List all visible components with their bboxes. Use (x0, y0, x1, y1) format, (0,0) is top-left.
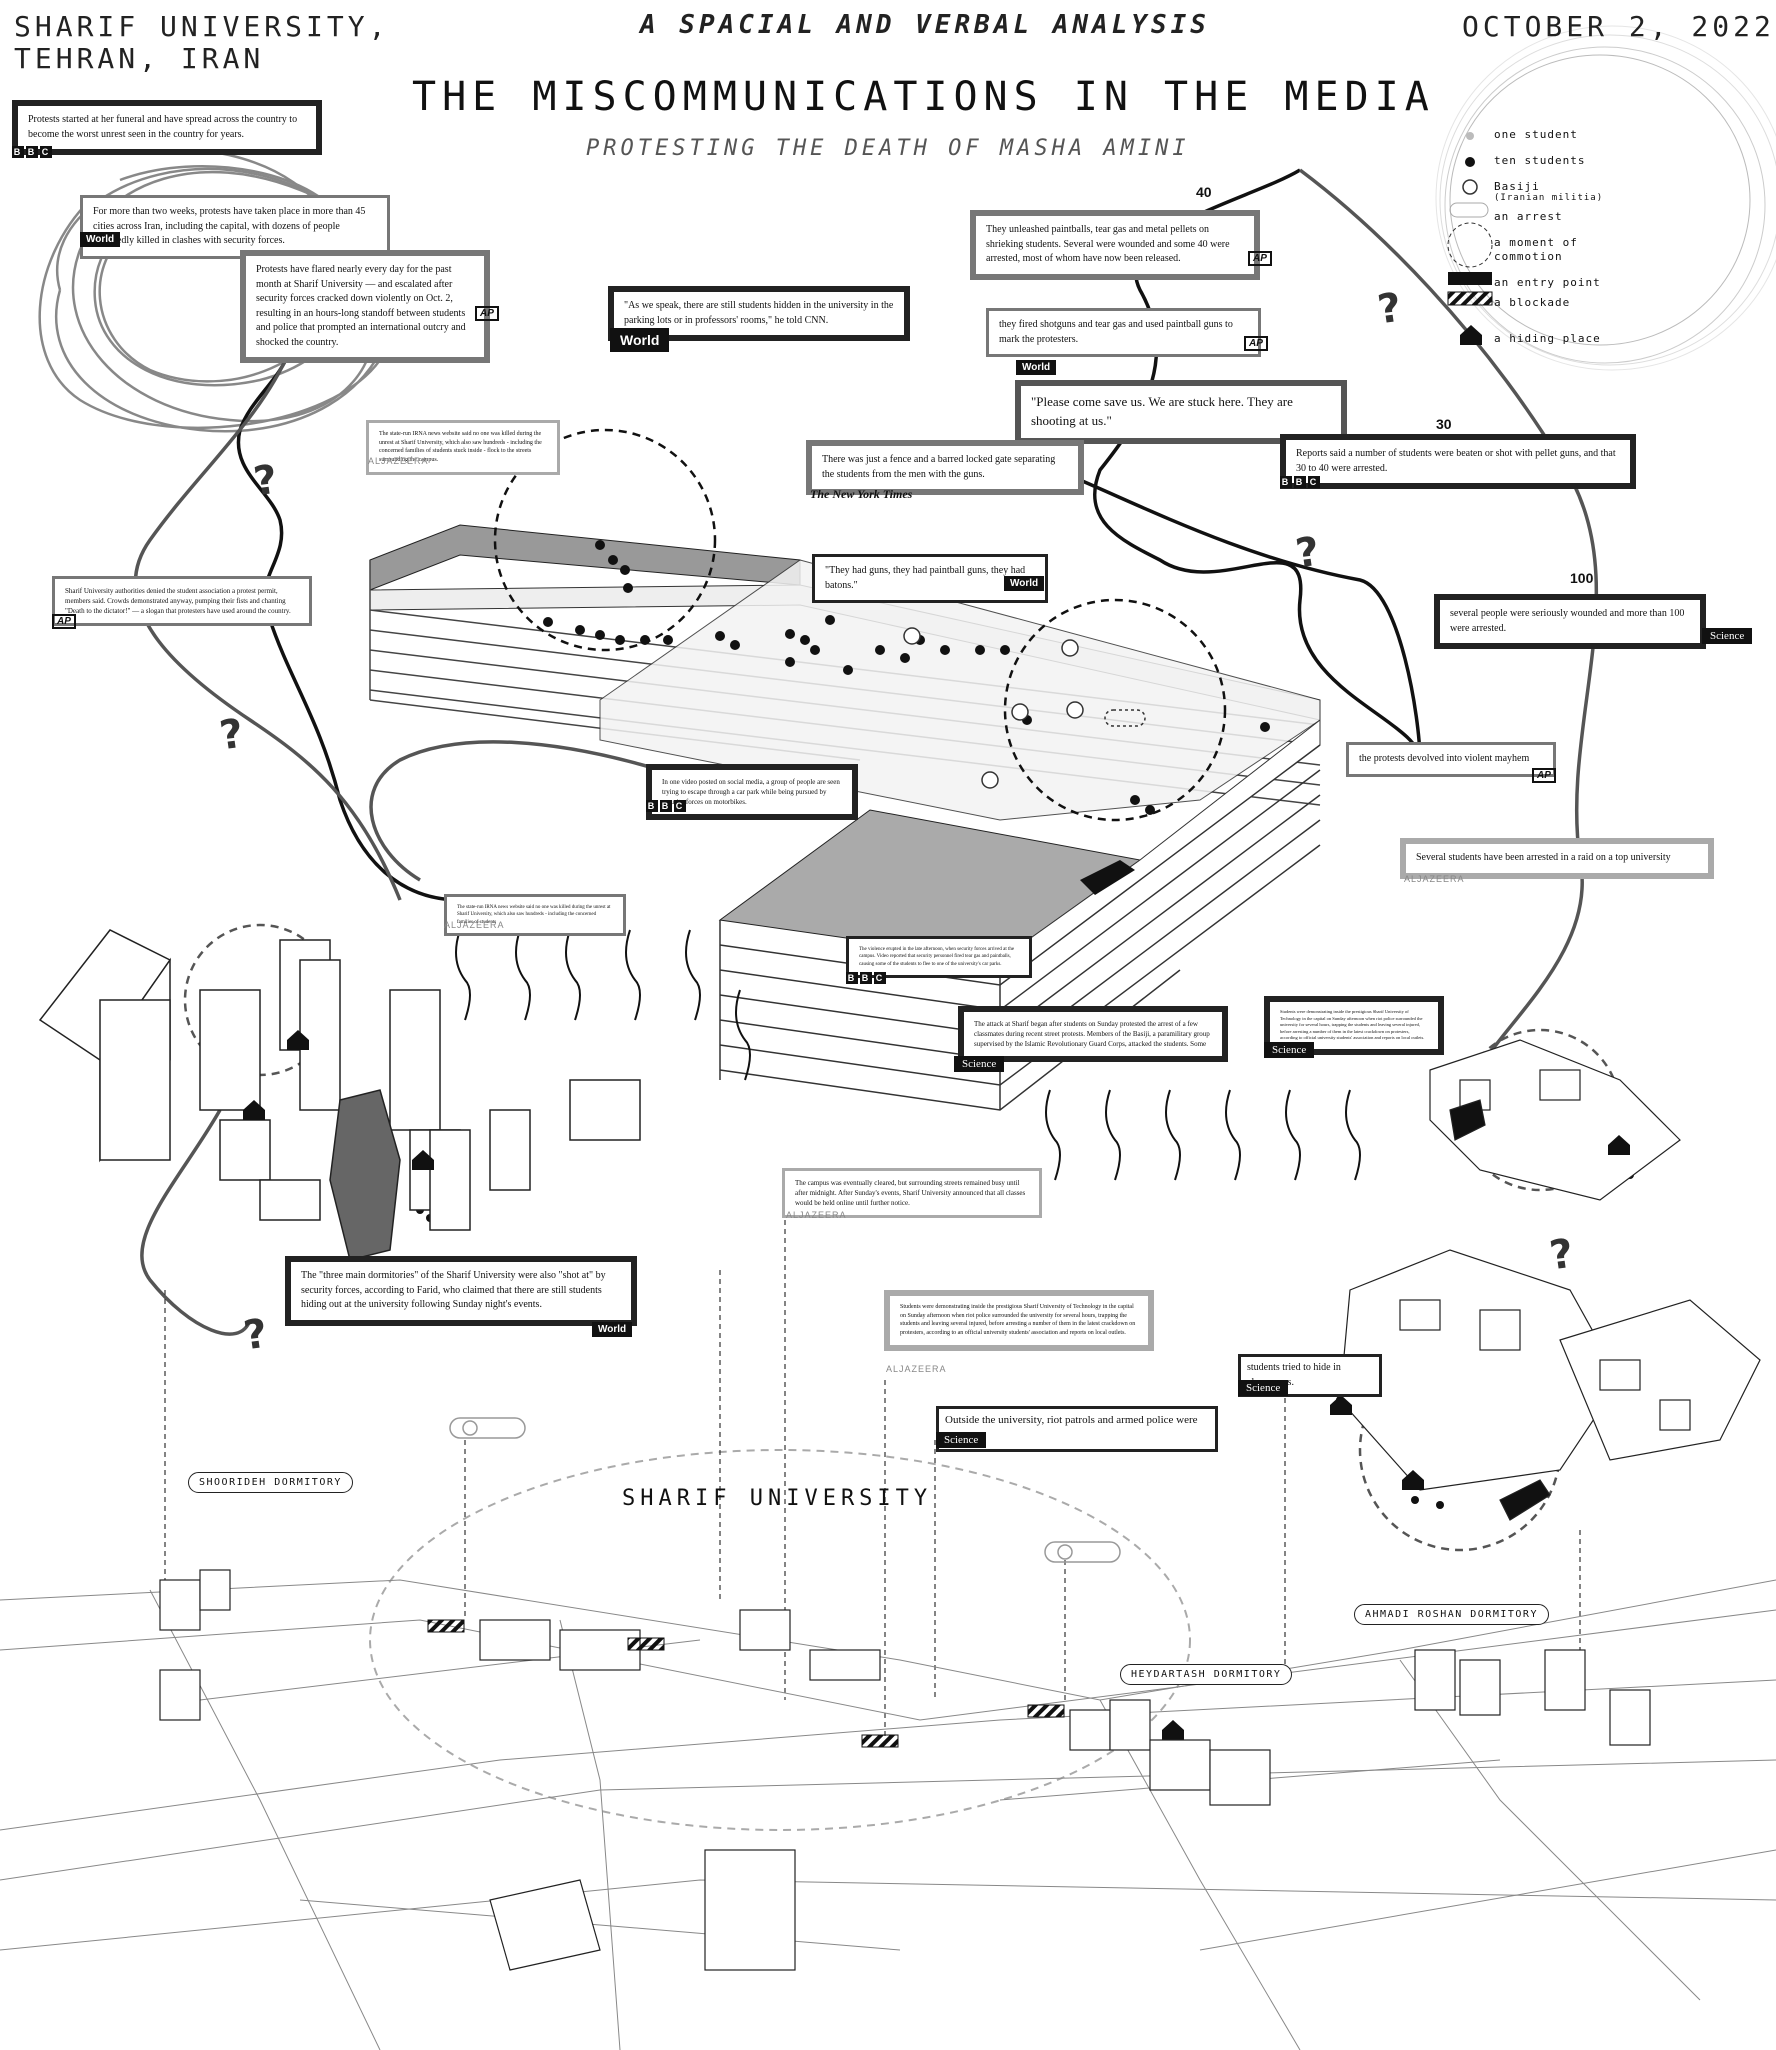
quote-box: The campus was eventually cleared, but s… (782, 1168, 1042, 1219)
source-aljazeera: ALJAZEERA (786, 1210, 847, 1220)
source-science: Science (936, 1432, 987, 1448)
location-line-1: SHARIF UNIVERSITY, (14, 10, 390, 43)
source-ap: AP (52, 614, 76, 629)
number-30: 30 (1436, 416, 1452, 432)
source-cnn: World (1016, 360, 1057, 375)
source-aljazeera: ALJAZEERA (886, 1364, 947, 1374)
entry-point-marker (1080, 860, 1135, 895)
page-title: THE MISCOMMUNICATIONS IN THE MEDIA (412, 74, 1435, 120)
university-label: SHARIF UNIVERSITY (622, 1486, 933, 1511)
quote-box: For more than two weeks, protests have t… (80, 195, 390, 259)
source-science: Science (1702, 628, 1753, 644)
quote-box: Protests started at her funeral and have… (12, 100, 322, 155)
legend: one student ten students Basiji(Iranian … (1440, 124, 1700, 354)
shoorideh-dormitory-label: SHOORIDEH DORMITORY (188, 1472, 353, 1493)
legend-basiji: Basiji(Iranian militia) (1494, 180, 1604, 203)
ahmadi-roshan-dormitory-label: AHMADI ROSHAN DORMITORY (1354, 1604, 1549, 1625)
quote-box: The violence erupted in the late afterno… (846, 936, 1032, 978)
source-aljazeera: ALJAZEERA (368, 456, 429, 466)
top-subtitle: A SPACIAL AND VERBAL ANALYSIS (640, 10, 1210, 40)
number-100: 100 (1570, 570, 1594, 586)
source-science: Science (1264, 1042, 1315, 1058)
quote-box: "As we speak, there are still students h… (608, 286, 910, 341)
source-aljazeera: ALJAZEERA (444, 920, 505, 930)
basiji-circles (903, 627, 1084, 789)
quote-box: They unleashed paintballs, tear gas and … (970, 210, 1260, 280)
source-science: Science (1238, 1380, 1289, 1396)
radial-texture (1435, 25, 1776, 371)
quote-box: Students were demonstrating inside the p… (884, 1290, 1154, 1351)
date: OCTOBER 2, 2022 (1462, 10, 1775, 43)
quote-box: "Please come save us. We are stuck here.… (1015, 380, 1347, 444)
source-science: Science (954, 1056, 1005, 1072)
location-line-2: TEHRAN, IRAN (14, 42, 265, 75)
hand-gestures (455, 929, 1361, 1181)
legend-blockade: a blockade (1494, 296, 1571, 309)
legend-ten-students: ten students (1494, 154, 1586, 167)
number-40: 40 (1196, 184, 1212, 200)
page-subtitle: PROTESTING THE DEATH OF MASHA AMINI (586, 136, 1190, 161)
quote-box: "They had guns, they had paintball guns,… (812, 554, 1048, 603)
map-buildings (159, 1569, 1651, 1971)
quote-box: The state-run IRNA news website said no … (444, 894, 626, 936)
arrest-markers (1104, 709, 1146, 727)
quote-box: Sharif University authorities denied the… (52, 576, 312, 627)
building-upper-wing (369, 524, 1321, 821)
source-cnn: World (1004, 576, 1045, 591)
legend-symbols (1447, 132, 1493, 345)
left-city-block (38, 929, 641, 1261)
source-cnn: World (592, 1322, 633, 1337)
source-ap: AP (475, 306, 499, 321)
quote-box: The attack at Sharif began after student… (958, 1006, 1228, 1063)
arrest-pills (449, 1417, 1121, 1563)
quote-box: several people were seriously wounded an… (1434, 594, 1706, 649)
right-campus-block (1339, 1039, 1761, 1521)
source-cnn: World (610, 328, 670, 352)
legend-hiding-place: a hiding place (1494, 332, 1601, 345)
house-icons (243, 1030, 1630, 1740)
quote-box: Several students have been arrested in a… (1400, 838, 1714, 879)
legend-commotion: a moment of commotion (1494, 236, 1578, 264)
quote-box: Protests have flared nearly every day fo… (240, 250, 490, 363)
source-ap: AP (1244, 336, 1268, 351)
map-roads (0, 1579, 1776, 2050)
quote-box: they fired shotguns and tear gas and use… (986, 308, 1261, 357)
quote-box: The "three main dormitories" of the Shar… (285, 1256, 637, 1326)
source-cnn: World (80, 232, 121, 247)
source-aljazeera: ALJAZEERA (1404, 874, 1465, 884)
legend-entry-point: an entry point (1494, 276, 1601, 289)
quote-box: The state-run IRNA news website said no … (366, 420, 560, 475)
source-nyt: The New York Times (810, 487, 913, 501)
blockades (427, 1619, 1065, 1748)
quote-box: Reports said a number of students were b… (1280, 434, 1636, 489)
source-ap: AP (1248, 251, 1272, 266)
heydartash-dormitory-label: HEYDARTASH DORMITORY (1120, 1664, 1293, 1685)
quote-box: the protests devolved into violent mayhe… (1346, 742, 1556, 777)
legend-arrest: an arrest (1494, 210, 1563, 223)
source-ap: AP (1532, 768, 1556, 783)
quote-box: There was just a fence and a barred lock… (806, 440, 1084, 495)
legend-one-student: one student (1494, 128, 1578, 141)
